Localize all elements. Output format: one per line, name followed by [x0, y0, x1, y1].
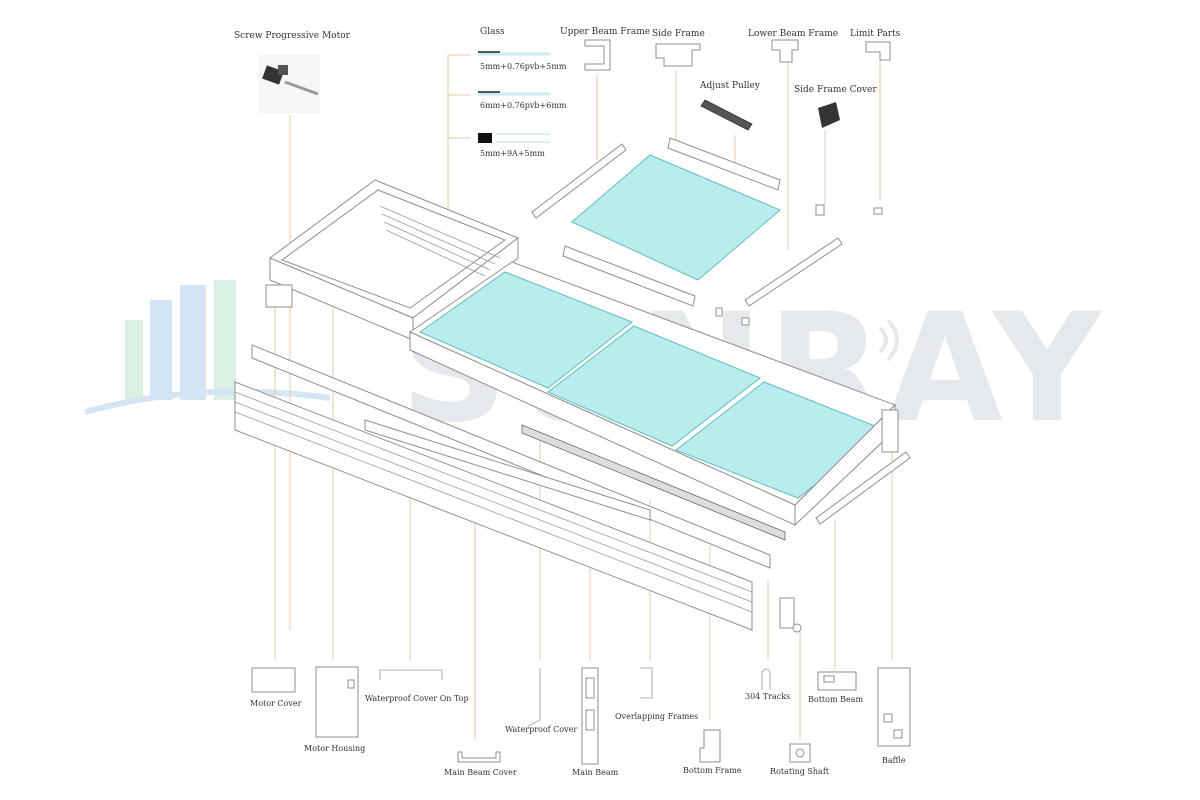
label-304-tracks: 304 Tracks: [745, 692, 790, 701]
label-side-frame: Side Frame: [652, 29, 705, 39]
label-bottom-frame: Bottom Frame: [683, 766, 742, 775]
part-labels: Screw Progressive Motor Glass 5mm+0.76pv…: [234, 27, 906, 777]
label-bottom-beam: Bottom Beam: [808, 695, 863, 704]
label-upper-beam-frame: Upper Beam Frame: [560, 27, 650, 37]
limit-parts-icon: [865, 41, 891, 61]
lower-beam-frame-profile-icon: [771, 39, 799, 63]
label-glass-option-2: 6mm+0.76pvb+6mm: [480, 101, 567, 110]
lower-beam-frame-part: [562, 245, 696, 307]
waterproof-cover-on-top-profile-icon: [379, 669, 443, 680]
upper-beam-frame-profile-icon: [584, 39, 611, 71]
label-lower-beam-frame: Lower Beam Frame: [748, 29, 838, 39]
waterproof-cover-profile-icon: [527, 668, 541, 727]
small-fittings: [715, 204, 883, 326]
screw-motor-illustration: [258, 55, 320, 113]
label-waterproof-cover: Waterproof Cover: [505, 725, 577, 734]
bottom-frame-profile-icon: [699, 729, 721, 763]
loose-glass-panel: [571, 154, 781, 281]
label-waterproof-cover-on-top: Waterproof Cover On Top: [365, 694, 469, 703]
bottom-beam-long: [815, 451, 911, 525]
label-main-beam-cover: Main Beam Cover: [444, 768, 517, 777]
upper-beam-frame-part: [531, 143, 627, 219]
label-motor-cover: Motor Cover: [250, 699, 302, 708]
motor-housing-profile-icon: [315, 666, 359, 738]
label-glass-option-1: 5mm+0.76pvb+5mm: [480, 62, 567, 71]
main-beam-profile-icon: [581, 667, 599, 765]
overlapping-frames-profile-icon: [640, 667, 653, 699]
label-screw-motor: Screw Progressive Motor: [234, 31, 351, 41]
signal-icon: [878, 318, 899, 362]
label-rotating-shaft: Rotating Shaft: [770, 767, 830, 776]
label-main-beam: Main Beam: [572, 768, 619, 777]
side-frame-cover-icon: [818, 102, 840, 128]
glass-roof-assembly: [408, 261, 899, 527]
label-glass-option-3: 5mm+9A+5mm: [480, 149, 545, 158]
overlapping-frame-long: [521, 424, 786, 541]
glass-panel-2: [547, 325, 761, 447]
leader-lines: [274, 54, 893, 740]
label-glass: Glass: [480, 27, 505, 37]
bottom-beam-profile-icon: [817, 671, 857, 691]
glass-panel-1: [418, 271, 633, 389]
adjust-pulley-icon: [700, 99, 753, 131]
building-logo-icon: [84, 280, 331, 415]
glass-spec-swatches: [478, 51, 550, 143]
label-adjust-pulley: Adjust Pulley: [699, 81, 761, 91]
label-motor-housing: Motor Housing: [304, 744, 365, 753]
bracket-part: [779, 597, 802, 633]
rotating-shaft-profile-icon: [789, 743, 811, 763]
label-overlapping-frames: Overlapping Frames: [615, 712, 698, 721]
side-frame-part: [667, 137, 781, 191]
side-frame-part-2: [744, 237, 843, 307]
label-limit-parts: Limit Parts: [850, 29, 901, 39]
motor-cover-profile-icon: [251, 667, 296, 693]
label-baffle: Baffle: [882, 756, 906, 765]
side-frame-profile-icon: [655, 43, 701, 67]
main-beam-cover-profile-icon: [457, 751, 501, 763]
tracks-304-profile-icon: [761, 668, 771, 690]
label-side-frame-cover: Side Frame Cover: [794, 85, 877, 95]
baffle-profile-icon: [877, 667, 911, 747]
waterproof-cover-long: [364, 419, 651, 521]
